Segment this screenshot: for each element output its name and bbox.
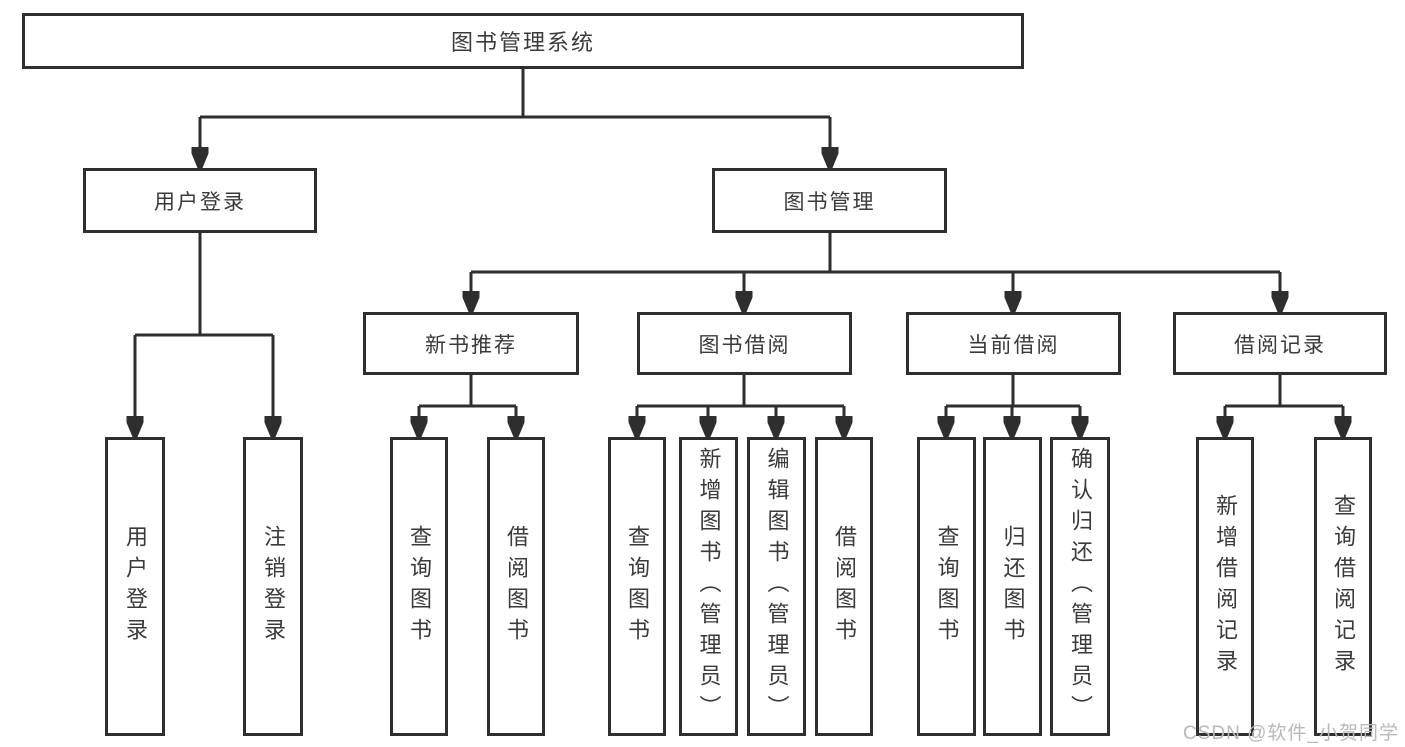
node-book-borrowing: 图书借阅 xyxy=(637,312,852,375)
csdn-watermark: CSDN @软件_小贺同学 xyxy=(1183,723,1399,744)
leaf-recommend-borrow-books: 借阅图书 xyxy=(487,437,545,736)
leaf-logout: 注销登录 xyxy=(243,437,303,736)
leaf-recommend-query-books: 查询图书 xyxy=(390,437,448,736)
leaf-borrowing-borrow-books: 借阅图书 xyxy=(815,437,873,736)
leaf-current-return-books: 归还图书 xyxy=(983,437,1042,736)
leaf-borrowing-query-books: 查询图书 xyxy=(608,437,666,736)
node-library-management-system: 图书管理系统 xyxy=(22,13,1024,69)
node-user-login: 用户登录 xyxy=(83,168,317,233)
leaf-records-query-borrow-record: 查询借阅记录 xyxy=(1314,437,1372,736)
leaf-borrowing-add-books-admin: 新增图书（管理员） xyxy=(679,437,738,736)
node-book-management: 图书管理 xyxy=(712,168,947,233)
node-borrow-records: 借阅记录 xyxy=(1173,312,1387,375)
leaf-borrowing-edit-books-admin: 编辑图书（管理员） xyxy=(747,437,806,736)
node-current-borrowing: 当前借阅 xyxy=(906,312,1121,375)
leaf-user-login: 用户登录 xyxy=(105,437,165,736)
leaf-current-confirm-return-admin: 确认归还（管理员） xyxy=(1050,437,1110,736)
leaf-records-add-borrow-record: 新增借阅记录 xyxy=(1196,437,1254,736)
leaf-current-query-books: 查询图书 xyxy=(917,437,976,736)
node-new-book-recommendation: 新书推荐 xyxy=(363,312,579,375)
